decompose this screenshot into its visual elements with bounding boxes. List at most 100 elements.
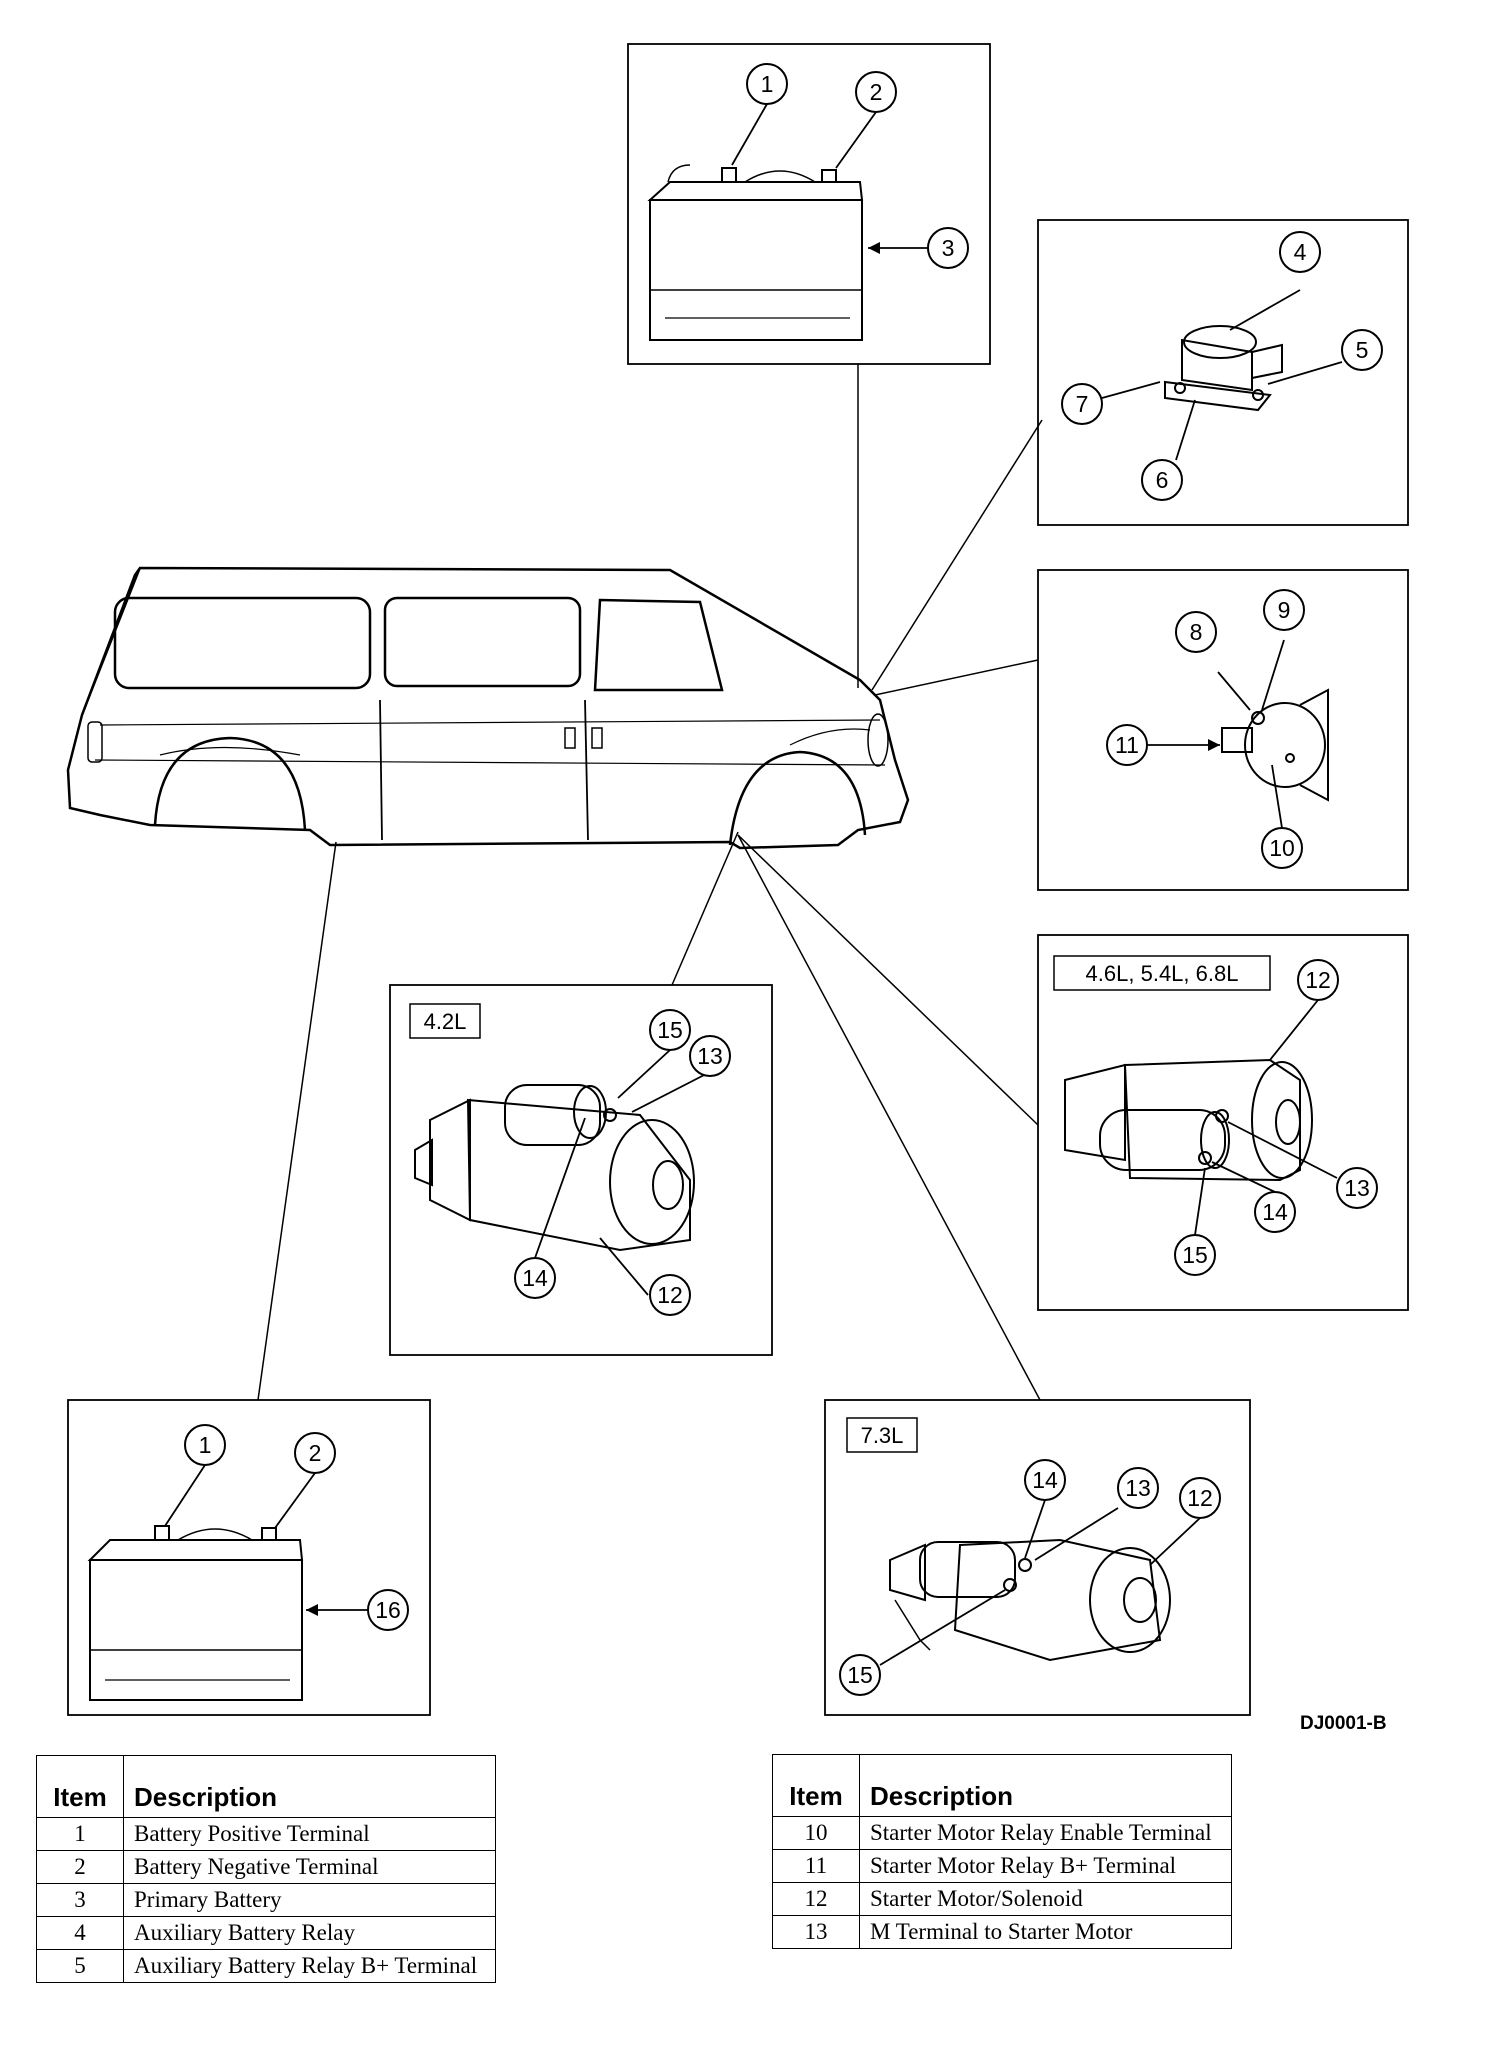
engine-label-7-3l: 7.3L xyxy=(861,1423,904,1448)
engine-label-4-2l: 4.2L xyxy=(424,1009,467,1034)
svg-text:12: 12 xyxy=(1187,1485,1213,1511)
detail-starter-relay xyxy=(1037,569,1409,891)
item-number: 11 xyxy=(772,1849,860,1883)
callout-12: 12 xyxy=(649,1274,691,1316)
starter-motor-icon xyxy=(889,1538,1171,1662)
svg-text:9: 9 xyxy=(1278,597,1291,623)
callout-12: 12 xyxy=(1297,959,1339,1001)
detail-box-frame xyxy=(1037,569,1409,891)
svg-text:12: 12 xyxy=(657,1282,683,1308)
callout-15: 15 xyxy=(649,1009,691,1051)
item-number: 12 xyxy=(772,1882,860,1916)
svg-text:10: 10 xyxy=(1269,835,1295,861)
van-illustration xyxy=(66,566,910,850)
item-description: Starter Motor/Solenoid xyxy=(859,1882,1232,1916)
item-number: 10 xyxy=(772,1816,860,1850)
leader-aux-relay xyxy=(871,419,1043,691)
item-description: Auxiliary Battery Relay B+ Terminal xyxy=(123,1949,496,1983)
detail-starter-4-2l xyxy=(389,984,773,1356)
svg-text:1: 1 xyxy=(199,1432,212,1458)
detail-box-frame xyxy=(1037,219,1409,526)
svg-text:14: 14 xyxy=(1032,1467,1058,1493)
callout-3: 3 xyxy=(927,227,969,269)
callout-4: 4 xyxy=(1279,231,1321,273)
svg-text:13: 13 xyxy=(1344,1175,1370,1201)
engine-label-v8-v10: 4.6L, 5.4L, 6.8L xyxy=(1086,961,1239,986)
starter-relay-icon xyxy=(1221,688,1329,802)
svg-text:13: 13 xyxy=(697,1043,723,1069)
svg-text:2: 2 xyxy=(870,79,883,105)
leader-lines xyxy=(257,364,1043,1401)
callout-11: 11 xyxy=(1106,724,1148,766)
item-description: Starter Motor Relay Enable Terminal xyxy=(859,1816,1232,1850)
detail-box-frame xyxy=(67,1399,431,1716)
svg-text:5: 5 xyxy=(1356,337,1369,363)
item-description: M Terminal to Starter Motor xyxy=(859,1915,1232,1949)
callout-15: 15 xyxy=(839,1654,881,1696)
negative-terminal-icon xyxy=(261,1527,277,1541)
leader-starter-46 xyxy=(737,834,1039,1126)
leader-starter-relay xyxy=(874,659,1039,696)
detail-primary-battery xyxy=(627,43,991,365)
callout-13: 13 xyxy=(1117,1467,1159,1509)
detail-aux-battery xyxy=(67,1399,431,1716)
starter-motor-icon xyxy=(414,1084,695,1252)
svg-text:15: 15 xyxy=(847,1662,873,1688)
callout-13: 13 xyxy=(689,1035,731,1077)
svg-text:15: 15 xyxy=(657,1017,683,1043)
figure-id: DJ0001-B xyxy=(1300,1713,1387,1734)
callout-12: 12 xyxy=(1179,1477,1221,1519)
svg-text:4: 4 xyxy=(1294,239,1307,265)
battery-icon xyxy=(87,1525,304,1701)
callout-5: 5 xyxy=(1341,329,1383,371)
detail-box-frame xyxy=(627,43,991,365)
detail-box-frame xyxy=(389,984,773,1356)
callout-7: 7 xyxy=(1061,383,1103,425)
item-description: Starter Motor Relay B+ Terminal xyxy=(859,1849,1232,1883)
svg-text:3: 3 xyxy=(942,235,955,261)
column-header-description: Description xyxy=(123,1755,496,1818)
item-number: 1 xyxy=(36,1817,124,1851)
svg-text:11: 11 xyxy=(1115,732,1139,758)
callout-10: 10 xyxy=(1261,827,1303,869)
svg-text:2: 2 xyxy=(309,1440,322,1466)
item-number: 13 xyxy=(772,1915,860,1949)
van-window-front xyxy=(593,598,724,692)
column-header-item: Item xyxy=(772,1754,860,1817)
engine-label-box xyxy=(409,1003,481,1039)
negative-terminal-icon xyxy=(821,169,837,183)
leader-starter-73 xyxy=(737,834,1041,1401)
svg-text:7: 7 xyxy=(1076,391,1089,417)
svg-text:14: 14 xyxy=(1262,1199,1288,1225)
engine-label-box xyxy=(1053,955,1271,991)
battery-icon xyxy=(647,164,864,341)
svg-text:6: 6 xyxy=(1156,467,1169,493)
item-number: 5 xyxy=(36,1949,124,1983)
svg-text:1: 1 xyxy=(761,71,774,97)
leader-aux-battery xyxy=(257,841,337,1401)
detail-box-frame xyxy=(824,1399,1251,1716)
front-wheel-arch xyxy=(728,750,867,846)
callout-14: 14 xyxy=(514,1257,556,1299)
detail-aux-battery-relay xyxy=(1037,219,1409,526)
svg-text:8: 8 xyxy=(1190,619,1203,645)
item-description: Auxiliary Battery Relay xyxy=(123,1916,496,1950)
callout-14: 14 xyxy=(1024,1459,1066,1501)
starter-motor-icon xyxy=(1064,1058,1313,1182)
callout-2: 2 xyxy=(855,71,897,113)
relay-icon xyxy=(1164,325,1283,412)
svg-text:14: 14 xyxy=(522,1265,548,1291)
item-number: 3 xyxy=(36,1883,124,1917)
positive-terminal-icon xyxy=(154,1525,170,1541)
item-description: Battery Negative Terminal xyxy=(123,1850,496,1884)
column-header-item: Item xyxy=(36,1755,124,1818)
callout-1: 1 xyxy=(746,63,788,105)
column-header-description: Description xyxy=(859,1754,1232,1817)
svg-text:15: 15 xyxy=(1182,1242,1208,1268)
